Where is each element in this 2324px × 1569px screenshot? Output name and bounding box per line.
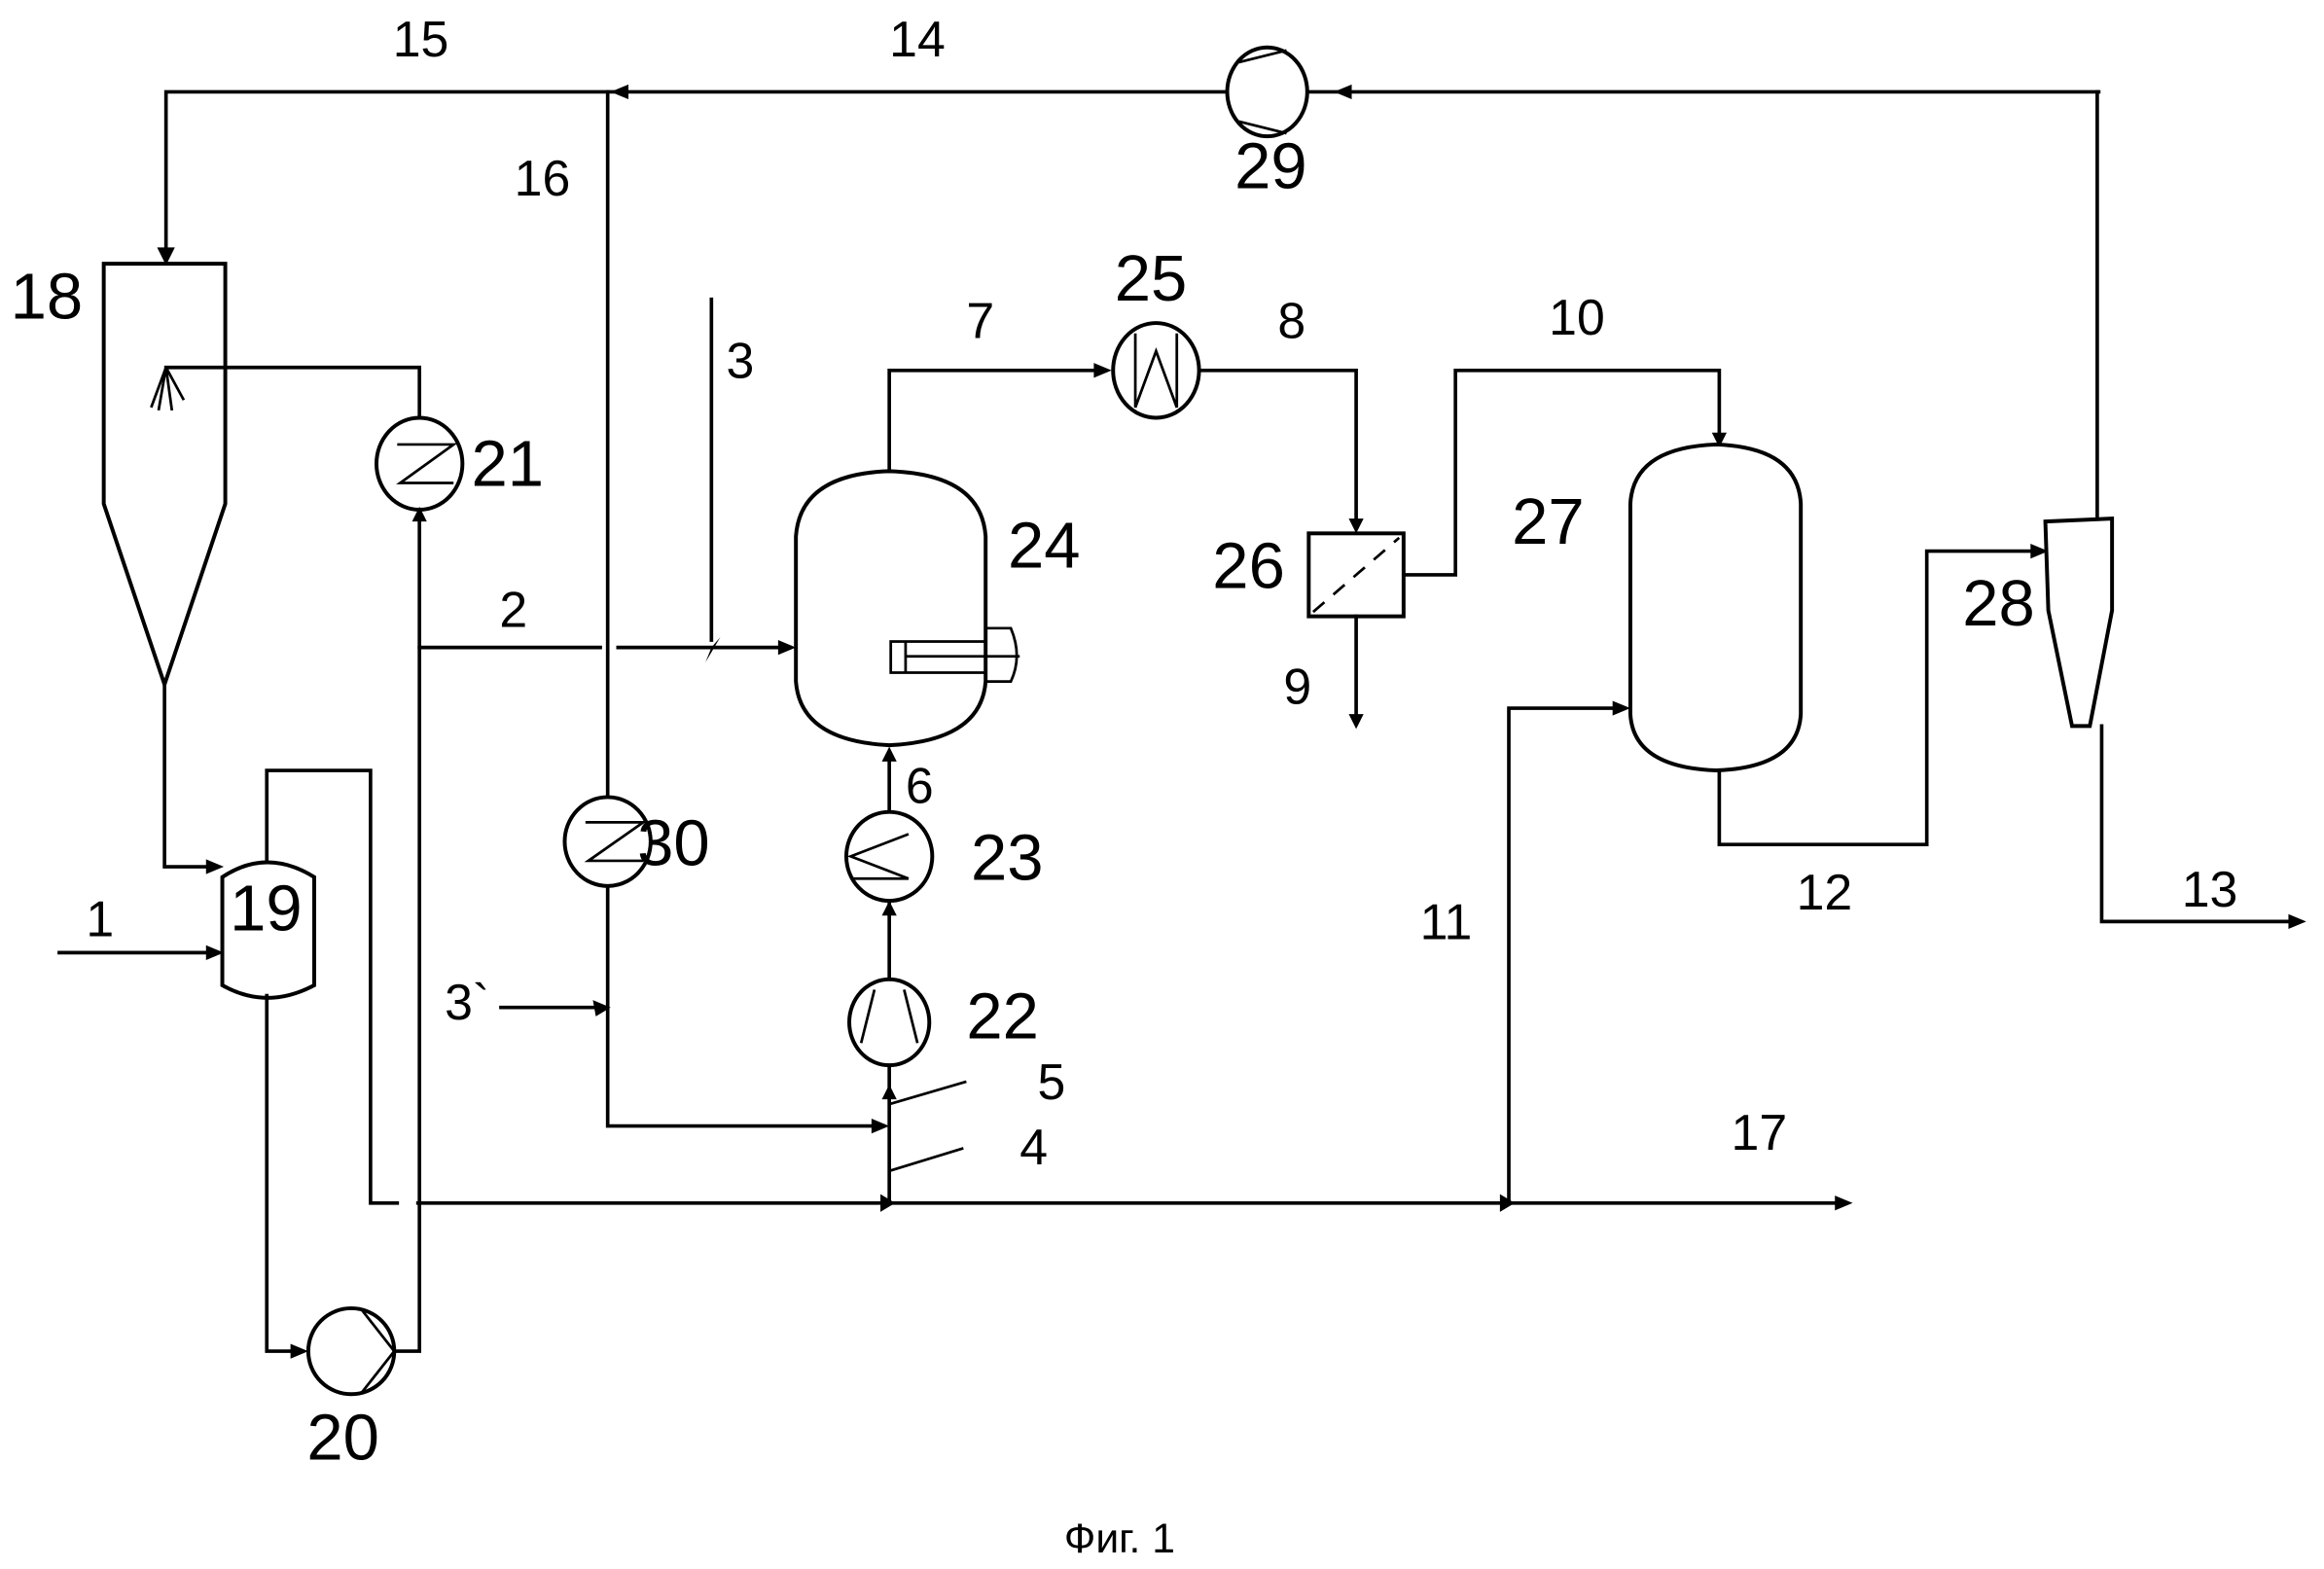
label-compressor-22: 22 (966, 981, 1039, 1053)
label-stream-13: 13 (2182, 861, 2238, 917)
heat-exchanger-25 (1111, 321, 1201, 420)
label-stream-1: 1 (86, 891, 114, 947)
label-stream-5: 5 (1038, 1053, 1066, 1110)
arrow-into-18 (157, 247, 175, 266)
labels: 15 14 16 29 18 21 3 2 7 25 8 10 24 26 9 … (11, 11, 2238, 1562)
label-stream-6: 6 (906, 758, 934, 814)
stream-18-to-19-line (162, 682, 225, 874)
vessel-19 (220, 860, 316, 1000)
label-reactor-24: 24 (1008, 509, 1081, 582)
stream-10-line (1402, 368, 1727, 577)
label-stream-17: 17 (1732, 1104, 1788, 1160)
stream-3prime-line (499, 1000, 611, 1016)
arrow-into-29 (1334, 84, 1352, 100)
reactor-24 (794, 469, 1020, 748)
pump-20 (305, 1305, 397, 1397)
label-heat-exchanger-23: 23 (971, 822, 1044, 895)
spray-nozzle-icon (150, 367, 186, 411)
label-compressor-29: 29 (1234, 129, 1307, 202)
stream-11-line (1507, 700, 1630, 1205)
stream-circulation-line (163, 365, 422, 1353)
heat-exchanger-21 (375, 415, 465, 522)
label-stream-10: 10 (1549, 289, 1605, 345)
label-stream-12: 12 (1797, 864, 1853, 920)
figure-caption: Фиг. 1 (1064, 1516, 1175, 1562)
stream-12-line (1717, 543, 2049, 847)
label-stream-8: 8 (1277, 292, 1305, 348)
vessel-27 (1627, 442, 1804, 773)
compressor-22 (847, 977, 932, 1068)
label-stream-15: 15 (393, 11, 449, 67)
label-stream-2: 2 (499, 581, 527, 637)
filter-26 (1306, 531, 1406, 619)
stream-4-5-6-line (881, 746, 897, 1205)
arrow-junction-16 (610, 84, 629, 100)
label-stream-9: 9 (1283, 658, 1311, 714)
label-heat-exchanger-30: 30 (637, 807, 710, 880)
cyclone-28 (2043, 517, 2115, 729)
label-filter-26: 26 (1212, 530, 1285, 603)
heat-exchanger-30 (562, 795, 653, 888)
label-stream-3: 3 (727, 332, 755, 388)
label-stream-4: 4 (1019, 1119, 1048, 1175)
stream-13-line (2099, 724, 2306, 930)
label-stream-7: 7 (966, 292, 994, 348)
stream-17-line (415, 1194, 1853, 1212)
stream-2-line (417, 636, 797, 662)
leader-line-5 (890, 1080, 967, 1106)
label-pump-20: 20 (306, 1401, 379, 1474)
label-vessel-27: 27 (1512, 485, 1585, 558)
stream-19-overhead-line (265, 768, 400, 1205)
compressor-29 (1225, 45, 1309, 139)
leader-line-4 (890, 1147, 964, 1172)
label-heat-exchanger-25: 25 (1115, 242, 1188, 315)
stream-9-line (1348, 614, 1364, 730)
label-heat-exchanger-21: 21 (472, 428, 545, 501)
label-spray-tower-18: 18 (11, 260, 84, 333)
stream-1-line (57, 945, 225, 960)
heat-exchanger-23 (843, 809, 935, 904)
label-cyclone-28: 28 (1962, 567, 2035, 640)
spray-tower-18 (101, 262, 228, 691)
label-stream-11: 11 (1420, 894, 1473, 950)
label-stream-3prime: 3` (445, 974, 489, 1030)
label-stream-14: 14 (889, 11, 946, 67)
stream-7-8-line (887, 363, 1364, 534)
stream-14-15-recycle-line (157, 84, 2101, 266)
label-vessel-19: 19 (230, 873, 303, 945)
stream-16-line (605, 89, 890, 1134)
stream-19-bottom-line (265, 993, 308, 1359)
label-stream-16: 16 (515, 150, 571, 206)
